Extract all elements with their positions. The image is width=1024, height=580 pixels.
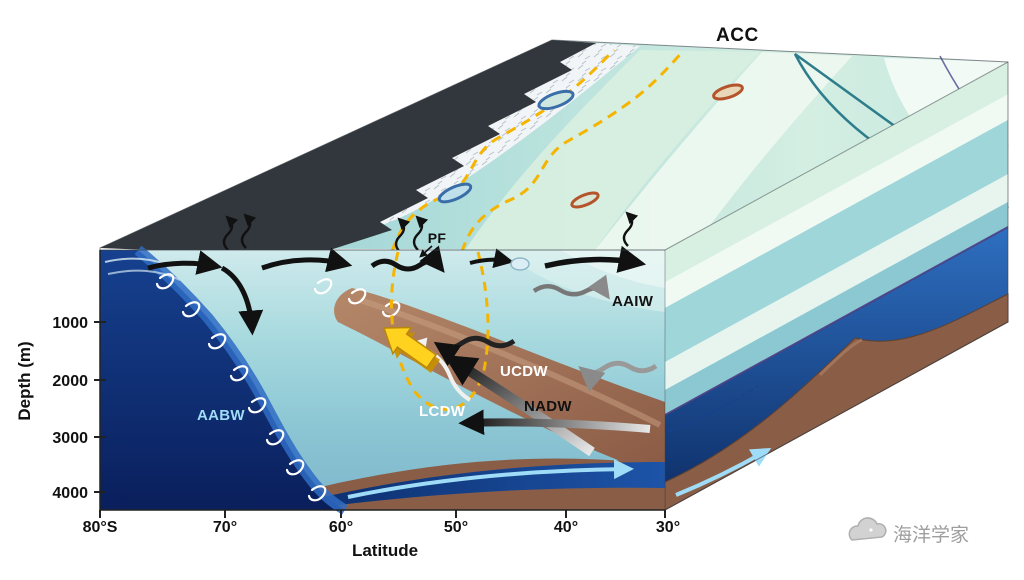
sea-surface — [100, 40, 1009, 253]
heat-flux-squiggle — [412, 215, 429, 251]
heat-flux-squiggle — [622, 211, 639, 247]
front-cross-section — [100, 245, 665, 515]
latitude-tick-label: 30° — [656, 519, 680, 536]
heat-flux-squiggles — [222, 211, 639, 253]
right-band-white-2 — [665, 174, 1008, 390]
latitude-tick-label: 70° — [213, 519, 237, 536]
right-band-teal — [665, 120, 1008, 362]
label-lcdw: LCDW — [419, 403, 466, 420]
acc-front-line-1 — [390, 48, 616, 253]
depth-tick-label: 4000 — [52, 485, 88, 502]
nadw-inflow-arrow — [458, 409, 651, 436]
surface-front-band-mint — [465, 50, 760, 250]
overturning-dashed-loop — [390, 251, 490, 411]
surface-flow-wavy-arrow — [370, 245, 445, 273]
label-acc: ACC — [716, 25, 759, 46]
interior-flow-arrows — [347, 274, 658, 499]
right-side-face — [664, 62, 1009, 511]
ridge-highlight — [818, 338, 863, 377]
surface-flow-arrows — [147, 245, 647, 336]
yellow-arrow-body — [382, 326, 438, 369]
aaiw-arrow — [532, 274, 610, 300]
latitude-tick-label: 60° — [329, 519, 353, 536]
right-band-teal-2 — [665, 202, 1008, 415]
upwelling-deep-water-band — [334, 288, 665, 478]
latitude-tick-label: 80°S — [83, 519, 118, 536]
label-aaiw: AAIW — [612, 293, 654, 310]
watermark-logo-dot — [869, 528, 873, 532]
ucdw-arrow — [433, 335, 516, 367]
aabw-arrow — [347, 459, 634, 499]
eddy-ring-warm — [712, 83, 744, 101]
depth-tick-label: 1000 — [52, 315, 88, 332]
heat-flux-squiggle — [222, 215, 239, 251]
acc-front-dashed-lines — [390, 48, 686, 253]
eddy-ring-warm — [570, 191, 600, 209]
right-purple-boundary — [664, 226, 1009, 416]
label-nadw: NADW — [524, 398, 572, 415]
label-ucdw: UCDW — [500, 363, 548, 380]
label-pf: PF — [428, 230, 447, 246]
acc-front-line-2 — [460, 49, 686, 253]
heat-flux-squiggle — [240, 213, 257, 249]
surface-flow-arrow — [544, 245, 647, 273]
mesoscale-eddies — [437, 83, 744, 209]
antarctic-coast-rock — [100, 40, 596, 250]
water-mass-labels: ACC PF AAIW UCDW LCDW NADW AABW — [197, 25, 759, 424]
surface-front-band-white — [595, 52, 852, 250]
latitude-tick-label: 50° — [444, 519, 468, 536]
surface-flow-arrow — [261, 247, 353, 273]
depth-axis: 1000 2000 3000 4000 Depth (m) — [15, 250, 106, 510]
latitude-tick-label: 40° — [554, 519, 578, 536]
latitude-axis: 80°S 70° 60° 50° 40° 30° Latitude — [83, 509, 680, 560]
depth-axis-title: Depth (m) — [15, 341, 34, 420]
right-deep-blue-layer — [665, 227, 1008, 482]
upwelling-yellow-arrow — [382, 326, 441, 373]
surface-eddy-swirl — [510, 257, 530, 271]
eddy-ring-cold — [437, 182, 473, 204]
watermark: 海洋学家 — [848, 517, 969, 546]
watermark-logo-icon — [848, 517, 887, 541]
depth-tick-label: 3000 — [52, 430, 88, 447]
aabw-bottom-layer — [310, 462, 665, 506]
heat-flux-squiggle — [394, 217, 411, 253]
lcdw-upwelling-arrow — [443, 354, 595, 457]
downwelling-arrow — [220, 265, 264, 336]
aabw-arrow-right-face — [675, 448, 772, 497]
mid-depth-wavy-arrow — [578, 360, 658, 392]
surface-flow-arrow — [469, 248, 514, 269]
right-band-mint — [665, 62, 1008, 282]
depth-tick-label: 2000 — [52, 373, 88, 390]
surface-flow-arrow — [147, 250, 223, 275]
latitude-axis-title: Latitude — [352, 541, 418, 560]
ice-sheet — [100, 40, 640, 250]
watermark-text: 海洋学家 — [893, 524, 969, 546]
right-dashed-boundary — [667, 385, 759, 433]
pf-pointer-arrow — [419, 245, 433, 258]
eddy-ring-cold — [537, 89, 575, 111]
label-aabw: AABW — [197, 407, 245, 424]
right-band-white — [665, 94, 1008, 308]
